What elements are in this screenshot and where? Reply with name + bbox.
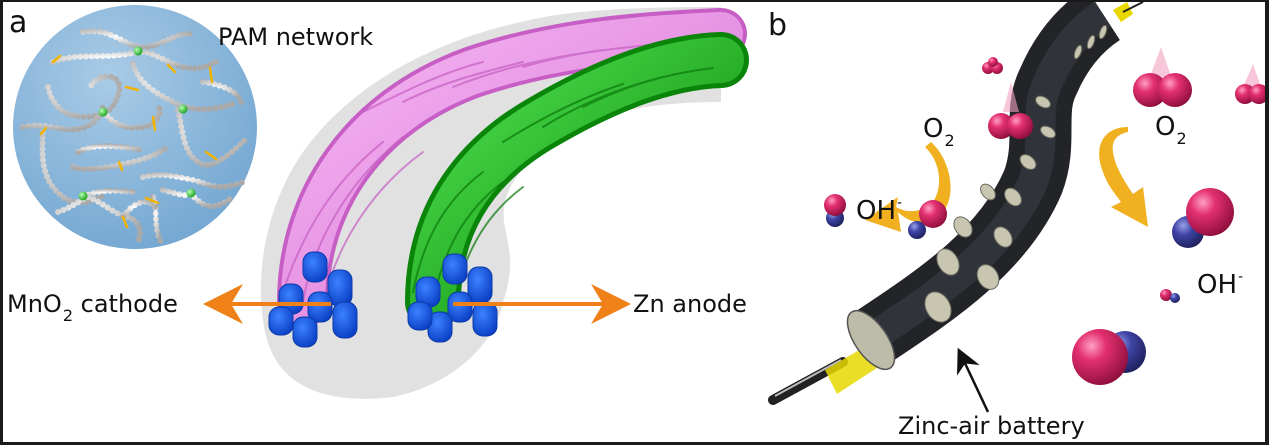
figure-graphics bbox=[13, 2, 1265, 413]
needle-wire-top bbox=[1122, 2, 1144, 13]
oh-molecule-tiny bbox=[1160, 289, 1180, 303]
oh-molecule-right bbox=[1172, 188, 1234, 248]
o2-molecule-left bbox=[988, 82, 1033, 139]
cathode-cores bbox=[268, 251, 358, 348]
molecules bbox=[824, 47, 1265, 385]
oh-label-right: OH- bbox=[1197, 269, 1244, 300]
o2-molecule-right-large bbox=[1133, 47, 1192, 107]
polymer-chains bbox=[20, 28, 251, 245]
air-holes bbox=[924, 24, 1108, 323]
oh-left-superscript: - bbox=[897, 195, 903, 211]
oh-molecule-left bbox=[908, 200, 947, 239]
o2-molecule-far-right bbox=[1235, 64, 1265, 104]
o2-molecule-small-top bbox=[982, 57, 1003, 74]
flow-arrow-right bbox=[1099, 127, 1148, 227]
o2-left-base: O bbox=[923, 114, 944, 144]
battery-pointer-arrow bbox=[957, 347, 990, 413]
tube-end-ring bbox=[846, 309, 896, 371]
figure-frame: a PAM network MnO2 cathode Zn anode b O2… bbox=[3, 2, 1265, 442]
o2-label-right: O2 bbox=[1155, 112, 1187, 147]
anode-cores bbox=[407, 253, 498, 343]
zinc-air-battery bbox=[768, 2, 1144, 405]
panel-b bbox=[768, 2, 1265, 413]
oh-right-base: OH bbox=[1197, 270, 1238, 300]
oh-molecule-bottom bbox=[1072, 329, 1146, 385]
pam-network-inset bbox=[13, 5, 257, 249]
zinc-air-battery-label: Zinc-air battery bbox=[898, 412, 1085, 440]
hydrogen-bonds bbox=[39, 54, 218, 229]
cathode-label-prefix: MnO bbox=[7, 290, 62, 318]
crosslink-nodes bbox=[78, 46, 196, 201]
oh-right-superscript: - bbox=[1238, 269, 1244, 285]
o2-right-subscript: 2 bbox=[1176, 129, 1187, 148]
panel-a bbox=[13, 5, 749, 399]
o2-label-left: O2 bbox=[923, 114, 955, 149]
cathode-label: MnO2 cathode bbox=[7, 290, 178, 324]
panel-b-letter: b bbox=[768, 8, 788, 43]
oh-left-base: OH bbox=[856, 196, 897, 226]
cathode-label-subscript: 2 bbox=[62, 306, 73, 325]
anode-label: Zn anode bbox=[633, 290, 747, 318]
panel-a-letter: a bbox=[9, 5, 28, 40]
cathode-label-suffix: cathode bbox=[73, 290, 178, 318]
oh-label-left: OH- bbox=[856, 195, 903, 226]
o2-right-base: O bbox=[1155, 112, 1176, 142]
oh-molecule-left-small bbox=[824, 194, 846, 227]
pam-network-title: PAM network bbox=[218, 23, 374, 51]
o2-left-subscript: 2 bbox=[944, 131, 955, 150]
cathode-fiber-bundle bbox=[277, 8, 747, 328]
